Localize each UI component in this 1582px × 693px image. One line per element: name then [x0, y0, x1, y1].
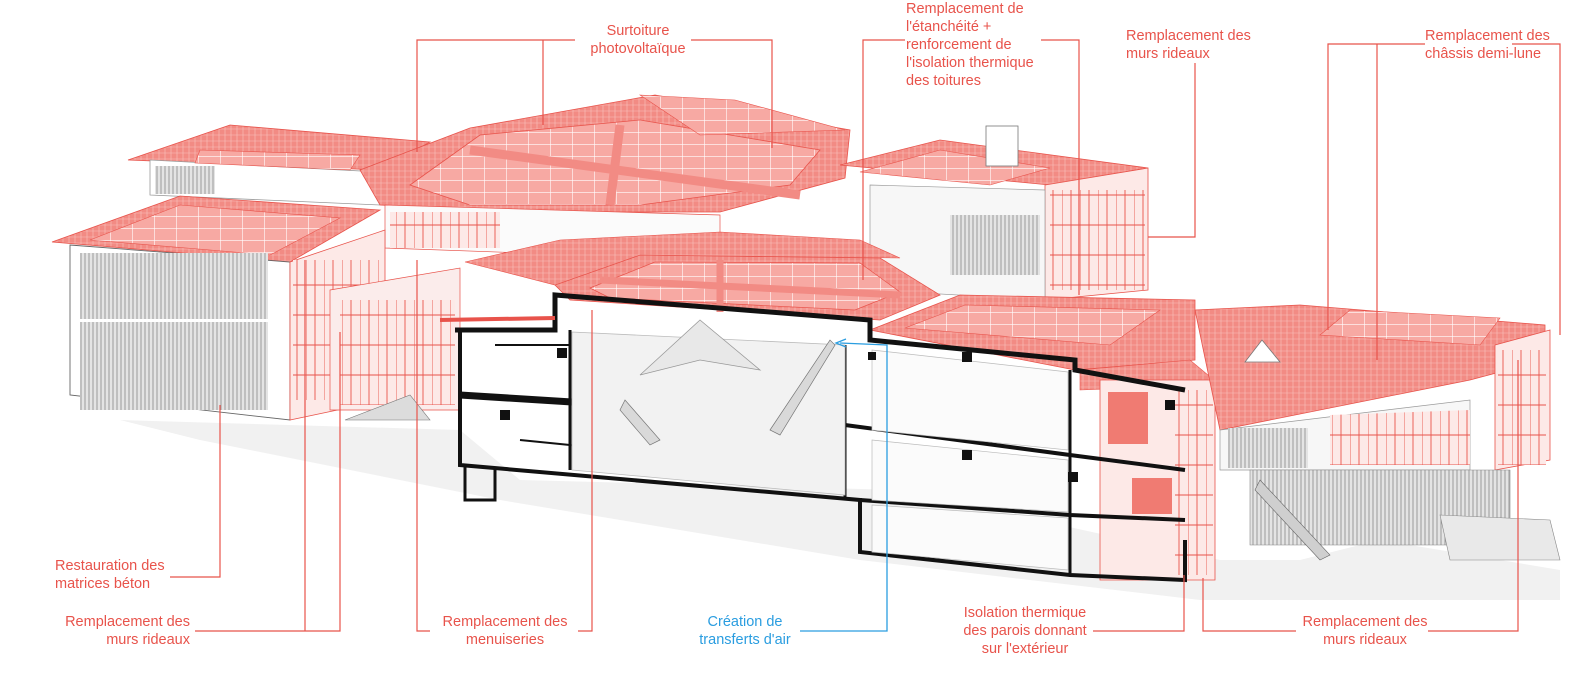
- label-murs-rideaux-bottom-right: Remplacement des murs rideaux: [1290, 613, 1440, 649]
- label-line: photovoltaïque: [590, 41, 686, 57]
- label-line: des toitures: [906, 73, 981, 89]
- label-line: transferts d'air: [699, 632, 791, 648]
- label-murs-rideaux-bottom-left: Remplacement des murs rideaux: [40, 613, 190, 649]
- label-line: Remplacement des: [1126, 28, 1251, 44]
- label-chassis-demi-lune: Remplacement des châssis demi-lune: [1425, 27, 1550, 63]
- label-line: sur l'extérieur: [981, 641, 1069, 657]
- label-transferts-air: Création de transferts d'air: [680, 613, 810, 649]
- leader-murs-bottom-left: [195, 260, 341, 632]
- label-line: Isolation thermique: [963, 605, 1087, 621]
- label-line: l'étanchéité +: [906, 19, 992, 35]
- label-line: Création de: [707, 614, 783, 630]
- label-line: renforcement de: [906, 37, 1012, 53]
- rear-right-building: [839, 125, 1149, 301]
- label-line: murs rideaux: [106, 632, 190, 648]
- section-interior: [500, 319, 1175, 571]
- leader-isolation: [1093, 575, 1185, 632]
- right-front-building: [868, 294, 1221, 581]
- label-line: Remplacement des: [1425, 28, 1550, 44]
- label-line: l'isolation thermique: [906, 55, 1034, 71]
- leader-murs-bottom-right: [1202, 360, 1519, 632]
- label-line: Remplacement des: [65, 614, 190, 630]
- rear-left-building: [127, 124, 432, 206]
- label-line: murs rideaux: [1126, 46, 1210, 62]
- label-line: murs rideaux: [1323, 632, 1407, 648]
- leader-etancheite: [862, 39, 1080, 295]
- label-surtoiture-photovoltaique: Surtoiture photovoltaïque: [580, 22, 696, 58]
- label-line: des parois donnant: [963, 623, 1087, 639]
- leader-chassis: [1327, 43, 1561, 360]
- label-line: Remplacement de: [906, 1, 1024, 17]
- label-line: Surtoiture: [606, 23, 670, 39]
- label-restauration-matrices: Restauration des matrices béton: [55, 557, 165, 593]
- leader-menuiseries: [416, 260, 593, 632]
- label-line: Remplacement des: [1302, 614, 1428, 630]
- left-front-building: [51, 195, 461, 421]
- label-murs-rideaux-top: Remplacement des murs rideaux: [1126, 27, 1251, 63]
- label-isolation-parois: Isolation thermique des parois donnant s…: [950, 604, 1100, 658]
- leader-lines: [170, 39, 1561, 632]
- far-right-building: [1194, 304, 1561, 561]
- leader-surtoiture: [416, 39, 773, 152]
- leader-murs-top: [1148, 63, 1196, 238]
- label-line: Remplacement des: [442, 614, 568, 630]
- leader-restauration: [170, 405, 221, 578]
- label-line: menuiseries: [465, 632, 545, 648]
- label-etancheite-toitures: Remplacement de l'étanchéité + renforcem…: [906, 0, 1034, 90]
- label-menuiseries: Remplacement des menuiseries: [430, 613, 580, 649]
- label-line: Restauration des: [55, 558, 165, 574]
- air-transfer-arrow: [800, 338, 888, 632]
- label-line: matrices béton: [55, 576, 151, 592]
- label-line: châssis demi-lune: [1425, 46, 1542, 62]
